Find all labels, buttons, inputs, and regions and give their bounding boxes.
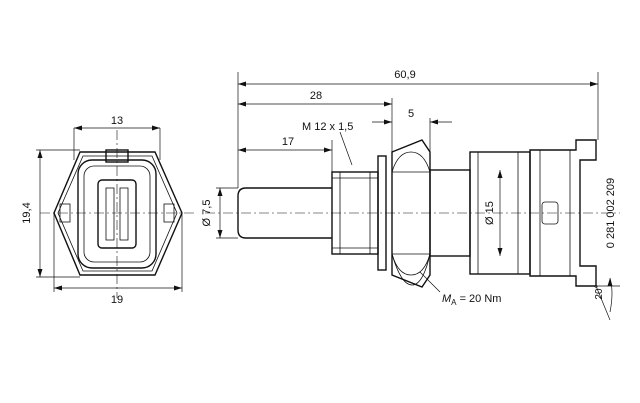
thread-callout: M 12 x 1,5	[302, 121, 353, 166]
dim-19: 19	[53, 213, 183, 306]
dim-5: 5	[372, 108, 452, 152]
part-number: 0 281 002 209	[605, 178, 617, 248]
seal-washer	[377, 155, 387, 271]
hex-outline	[53, 151, 183, 276]
dim-13: 13	[73, 115, 161, 160]
front-view	[40, 130, 195, 298]
hex-nut	[391, 139, 431, 288]
connector-housing	[77, 159, 157, 269]
dim-dia-7-5: Ø 7,5	[201, 187, 238, 239]
dim-19-label: 19	[111, 294, 123, 306]
dim-28: 28	[238, 90, 393, 152]
probe-tip	[237, 187, 332, 239]
torque-symbol: M	[442, 293, 452, 305]
dim-17-label: 17	[282, 136, 294, 148]
dim-28-label: 28	[310, 90, 322, 102]
dim-19-4-label: 19,4	[21, 202, 33, 223]
dim-17: 17	[238, 136, 333, 172]
hex-inner-outline	[57, 155, 178, 272]
latch-button	[541, 201, 559, 225]
torque-callout: MA = 20 Nm	[419, 271, 501, 307]
dim-60-9-label: 60,9	[394, 69, 415, 81]
torque-value: = 20 Nm	[457, 293, 502, 305]
dim-19-4: 19,4	[21, 149, 80, 278]
side-view	[205, 139, 620, 288]
torque-label: MA = 20 Nm	[442, 293, 501, 307]
pin-right	[119, 187, 129, 241]
dim-5-label: 5	[408, 108, 414, 120]
pin-left	[105, 187, 115, 241]
dim-angle-20: 20°	[594, 277, 620, 321]
torque-subscript: A	[451, 298, 457, 307]
dim-60-9: 60,9	[237, 69, 599, 188]
dim-13-label: 13	[111, 115, 123, 127]
dim-dia-15-label: Ø 15	[484, 201, 496, 225]
dim-angle-20-label: 20°	[594, 284, 605, 299]
dim-dia-7-5-label: Ø 7,5	[201, 200, 213, 227]
connector-plug	[529, 139, 597, 287]
dim-dia-15: Ø 15	[484, 170, 503, 256]
thread-label: M 12 x 1,5	[302, 121, 353, 133]
